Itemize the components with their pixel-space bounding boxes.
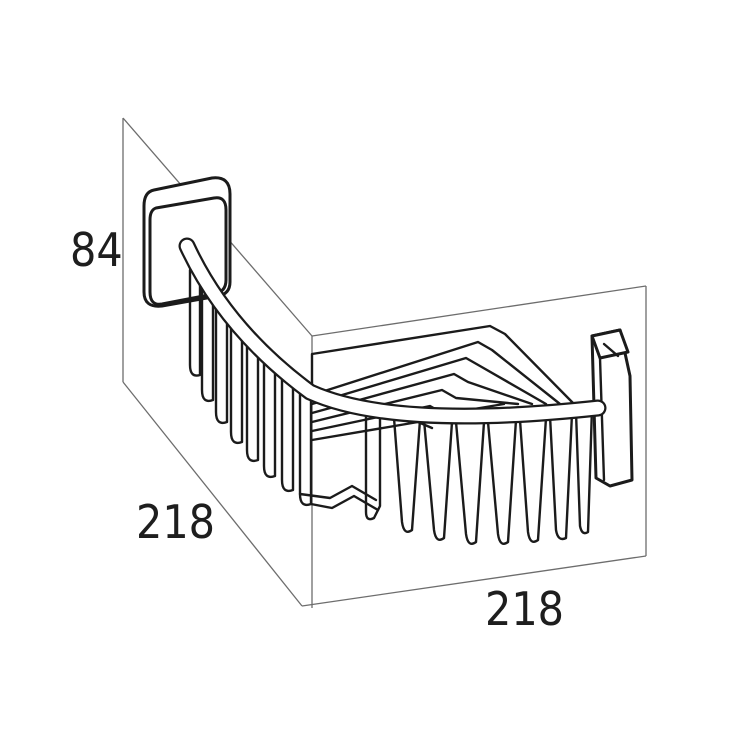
left-wire-1 — [188, 268, 202, 377]
base-wire-left — [298, 484, 378, 502]
rim-wire-3 — [310, 356, 548, 406]
curved-front-bar — [178, 237, 607, 425]
front-wire-5 — [486, 418, 518, 545]
rim-wire-2 — [310, 340, 562, 406]
left-wire-4 — [229, 320, 244, 445]
left-wire-5 — [245, 335, 260, 463]
front-wire-3 — [422, 418, 454, 541]
front-wire-1 — [364, 412, 382, 521]
rim-wire-1 — [310, 324, 576, 406]
guide-bottom-diagonal — [122, 381, 303, 607]
left-side-wires — [188, 268, 313, 507]
left-wire-6 — [262, 349, 277, 479]
right-wall-mount — [590, 328, 634, 488]
rim-wire-7 — [310, 420, 434, 442]
front-wire-6 — [518, 416, 548, 543]
width-dimension-label: 218 — [485, 582, 564, 636]
height-dimension-label: 84 — [70, 223, 123, 277]
left-wire-2 — [200, 288, 215, 403]
depth-dimension-label: 218 — [136, 495, 215, 549]
left-wire-7 — [280, 362, 295, 493]
front-wire-4 — [454, 420, 486, 545]
guide-top-right — [311, 285, 647, 337]
front-bar-fill — [180, 239, 605, 423]
right-mount-edge — [598, 356, 606, 482]
front-wire-7 — [548, 412, 574, 541]
right-mount-top — [590, 328, 630, 360]
front-zigzag-wires — [364, 406, 594, 545]
rim-wire-4 — [310, 372, 534, 415]
front-wire-2 — [392, 416, 422, 533]
front-wire-8 — [574, 406, 594, 535]
guide-bottom-right — [301, 555, 647, 607]
left-wire-3 — [214, 304, 229, 425]
right-mount-slot-icon — [602, 342, 620, 358]
base-wire-left-inner — [309, 494, 380, 512]
